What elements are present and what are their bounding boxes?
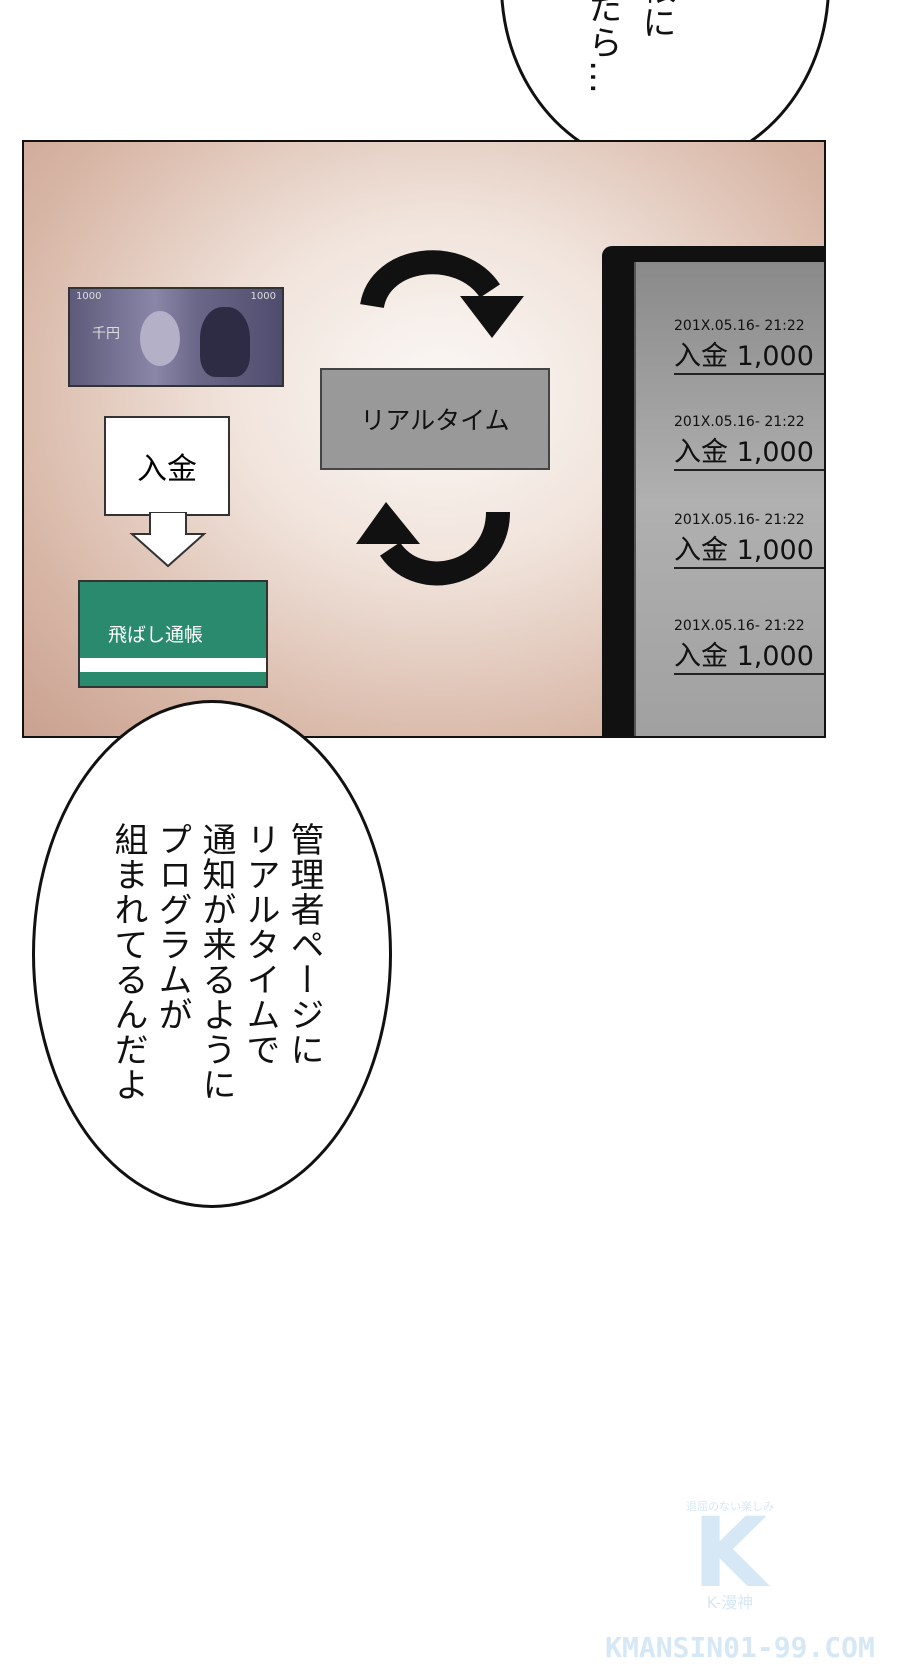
passbook: 飛ばし通帳 [78,580,268,688]
realtime-label: リアルタイム [360,406,510,435]
deposit-label: 入金 [137,452,197,487]
passbook-label: 飛ばし通帳 [108,624,204,646]
sync-arrow-top-icon [360,250,524,338]
watermark: 退屈のない楽しみ K K-漫神 [640,1500,820,1612]
bottom-bubble-line-1: 管理者ページに [284,822,324,1067]
sync-arrow-bottom-icon [356,502,510,586]
bottom-bubble-line-3: 通知が来るように [196,822,236,1102]
banknote-value: 1000 [76,291,102,302]
banknote-label: 千円 [92,326,120,342]
bottom-bubble-line-5: 組まれてるんだよ [108,822,148,1102]
watermark-logo: K [692,1497,768,1609]
watermark-name: K-漫神 [706,1593,754,1612]
banknote-image: 1000 1000 千円 [68,287,284,387]
top-bubble-line-2: たら… [582,0,622,95]
watermark-tagline: 退屈のない楽しみ [686,1500,774,1513]
top-bubble-line-1: 帳に [636,0,676,40]
comic-panel: 1000 1000 千円 入金 飛ばし通帳 リアルタイム 201X.05.16-… [22,140,826,738]
watermark-site: KMANSIN01-99.COM [605,1631,875,1664]
bottom-bubble-line-2: リアルタイムで [240,822,280,1067]
realtime-label-box: リアルタイム [320,368,550,470]
down-arrow-icon [129,512,207,568]
banknote-value: 1000 [250,291,276,302]
deposit-label-box: 入金 [104,416,230,516]
bottom-speech-bubble [32,700,392,1208]
bottom-bubble-line-4: プログラムが [152,822,192,1032]
